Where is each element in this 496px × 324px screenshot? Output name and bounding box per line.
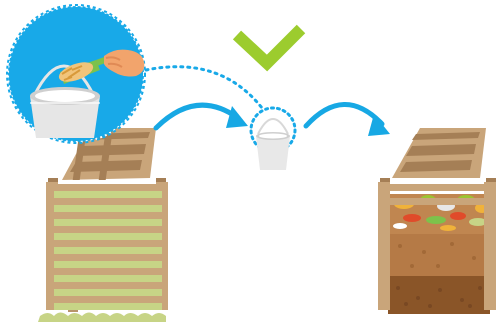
zoom-bubble [7, 5, 145, 143]
arrow-icon [306, 104, 390, 136]
dotted-trail [146, 67, 262, 108]
bin-slat [50, 296, 166, 303]
grass-layer [54, 219, 162, 226]
compost-layer-middle [388, 232, 490, 278]
check-icon [237, 29, 301, 63]
bin-slat [50, 198, 166, 205]
pallet-lid [392, 128, 486, 178]
compost-bin-icon [38, 128, 168, 322]
grass-layer [54, 205, 162, 212]
bin-slat [382, 198, 494, 205]
compost-bin-icon [378, 128, 496, 314]
grass-layer [54, 289, 162, 296]
bin-slat [382, 184, 494, 191]
grass-layer [54, 191, 162, 198]
bin-slat [50, 226, 166, 233]
grass-layer [54, 233, 162, 240]
grass-layer [54, 303, 162, 310]
bin-slat [50, 184, 166, 191]
bin-slat [50, 282, 166, 289]
arrow-icon [156, 105, 248, 128]
bin-slat [50, 254, 166, 261]
bucket-icon [251, 108, 295, 170]
grass-layer [54, 275, 162, 282]
bin-slat [50, 268, 166, 275]
bin-slat [50, 212, 166, 219]
grass-layer [54, 247, 162, 254]
grass-layer [54, 261, 162, 268]
compost-layer-bottom [388, 276, 490, 314]
bin-slats [50, 184, 166, 310]
bin-slat [50, 240, 166, 247]
